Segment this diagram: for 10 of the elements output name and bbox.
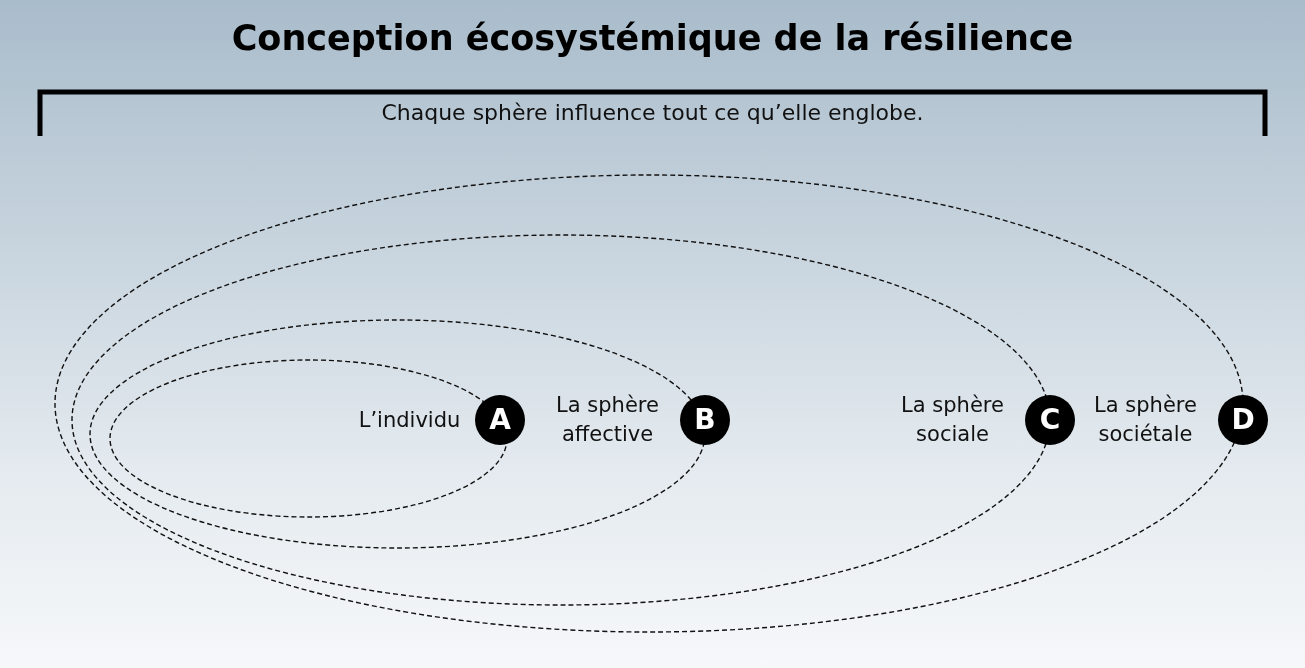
letter-badge: B xyxy=(680,395,730,445)
letter-badge: A xyxy=(475,395,525,445)
letter-badge: D xyxy=(1218,395,1268,445)
sphere-label: La sphère affective xyxy=(555,392,660,448)
sphere-label: La sphère sociale xyxy=(900,392,1005,448)
letter-badge: C xyxy=(1025,395,1075,445)
sphere-label: L’individu xyxy=(357,407,462,434)
subtitle-note: Chaque sphère influence tout ce qu’elle englobe. xyxy=(380,100,925,125)
sphere-label: La sphère sociétale xyxy=(1093,392,1198,448)
title: Conception écosystémique de la résilience xyxy=(230,18,1075,58)
